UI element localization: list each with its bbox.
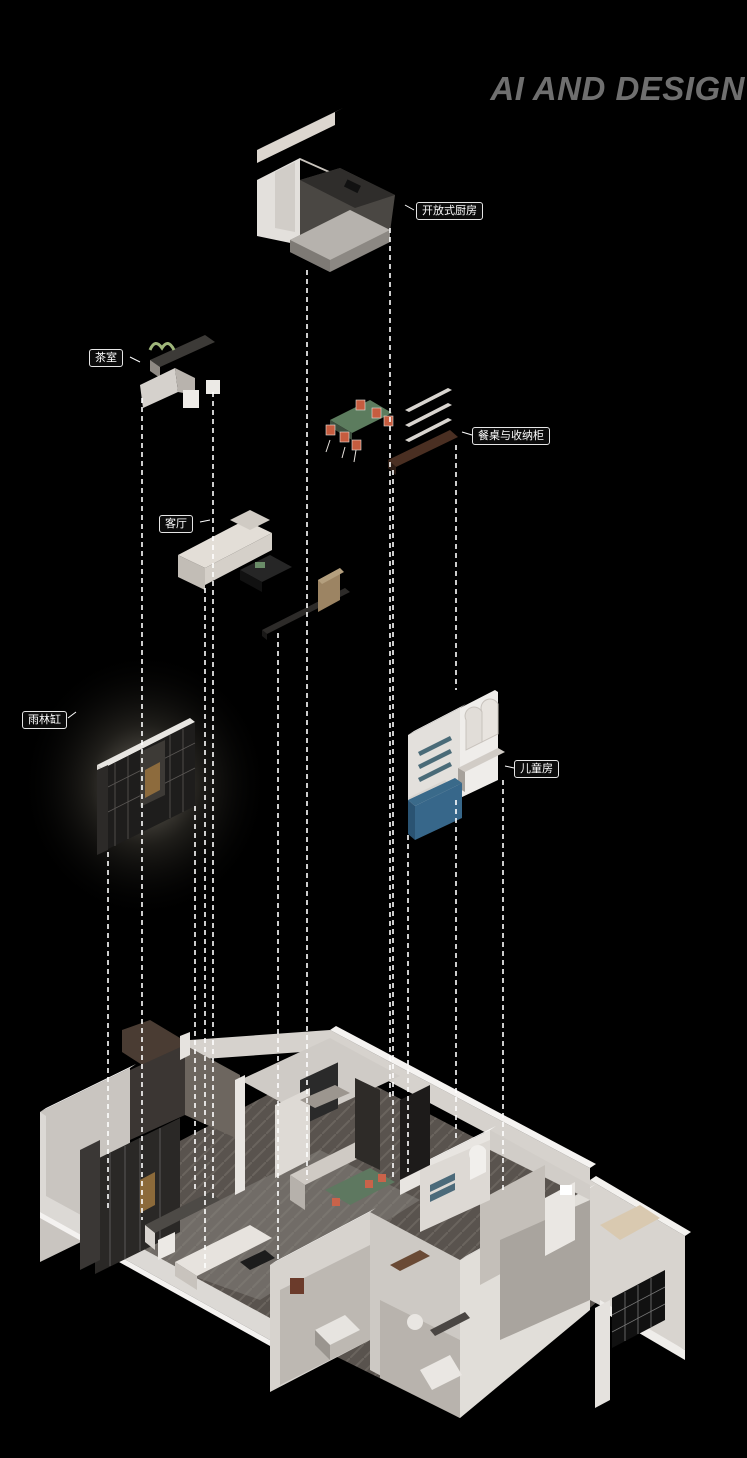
kids-room-module <box>408 690 505 840</box>
connector-lines <box>107 228 504 1270</box>
label-tea-room: 茶室 <box>89 349 123 367</box>
kitchen-module <box>257 108 395 272</box>
floor-plan-wall-back <box>190 1030 590 1188</box>
rainforest-tank-module <box>97 718 196 855</box>
label-dining: 餐桌与收纳柜 <box>472 427 550 445</box>
label-living-room: 客厅 <box>159 515 193 533</box>
label-kitchen: 开放式厨房 <box>416 202 483 220</box>
label-kids-room: 儿童房 <box>514 760 559 778</box>
living-room-module <box>178 510 350 640</box>
page-title: AI AND DESIGN <box>490 70 745 107</box>
tea-room-module <box>140 335 220 408</box>
dining-module <box>325 388 458 475</box>
floor-plan-model <box>40 1020 691 1418</box>
label-rainforest-tank: 雨林缸 <box>22 711 67 729</box>
